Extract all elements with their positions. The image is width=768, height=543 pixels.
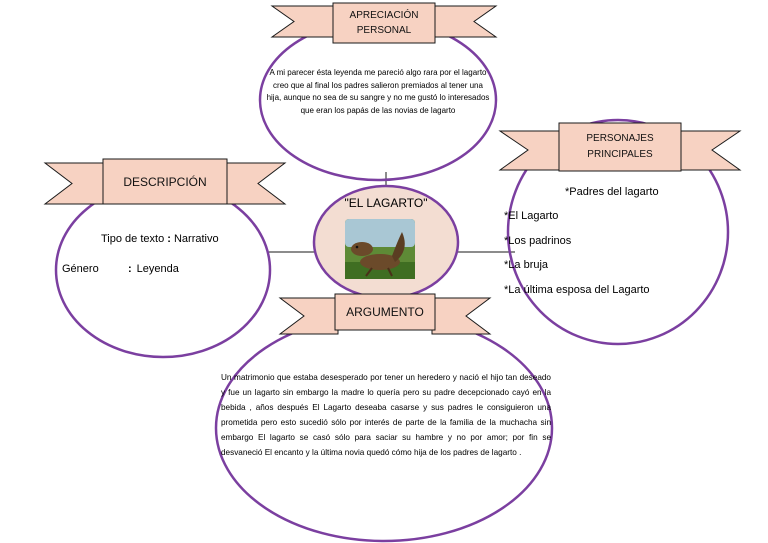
personaje-item: *El Lagarto [504,210,559,222]
descripcion-ribbon [43,158,287,205]
personaje-item: *Los padrinos [504,235,572,247]
genero-row: Género: Leyenda [62,263,179,275]
argumento-text: Un matrimonio que estaba desesperado por… [221,373,551,457]
genero-sep: : [128,263,132,275]
apreciacion-label: APRECIACIÓN PERSONAL [333,3,435,43]
apreciacion-label-line1: APRECIACIÓN [349,10,419,21]
tipo-texto-label: Tipo de texto [101,233,165,245]
personajes-ribbon [498,122,742,172]
argumento-label: ARGUMENTO [346,305,424,319]
tipo-texto-row: Tipo de texto : Narrativo [101,233,219,245]
descripcion-label: DESCRIPCIÓN [123,174,207,189]
tipo-texto-sep: : [167,233,171,245]
personaje-item: *La bruja [504,259,549,271]
center-title: "EL LAGARTO" [344,196,428,210]
apreciacion-text: A mi parecer ésta leyenda me pareció alg… [266,68,490,115]
apreciacion-label-line2: PERSONAL [356,25,412,36]
personajes-label-line2: PRINCIPALES [587,149,653,160]
personajes-bubble [506,118,730,346]
lizard-picture [345,219,415,279]
personaje-item: *Padres del lagarto [565,186,659,198]
apreciacion-ribbon [270,2,498,44]
personajes-label: PERSONAJES PRINCIPALES [559,123,681,171]
genero-value: Leyenda [136,263,179,275]
argumento-ribbon [278,293,492,335]
tipo-texto-value: Narrativo [173,233,219,245]
genero-label: Género [62,263,99,275]
personajes-label-line1: PERSONAJES [586,133,654,144]
personaje-item: *La última esposa del Lagarto [504,284,650,296]
